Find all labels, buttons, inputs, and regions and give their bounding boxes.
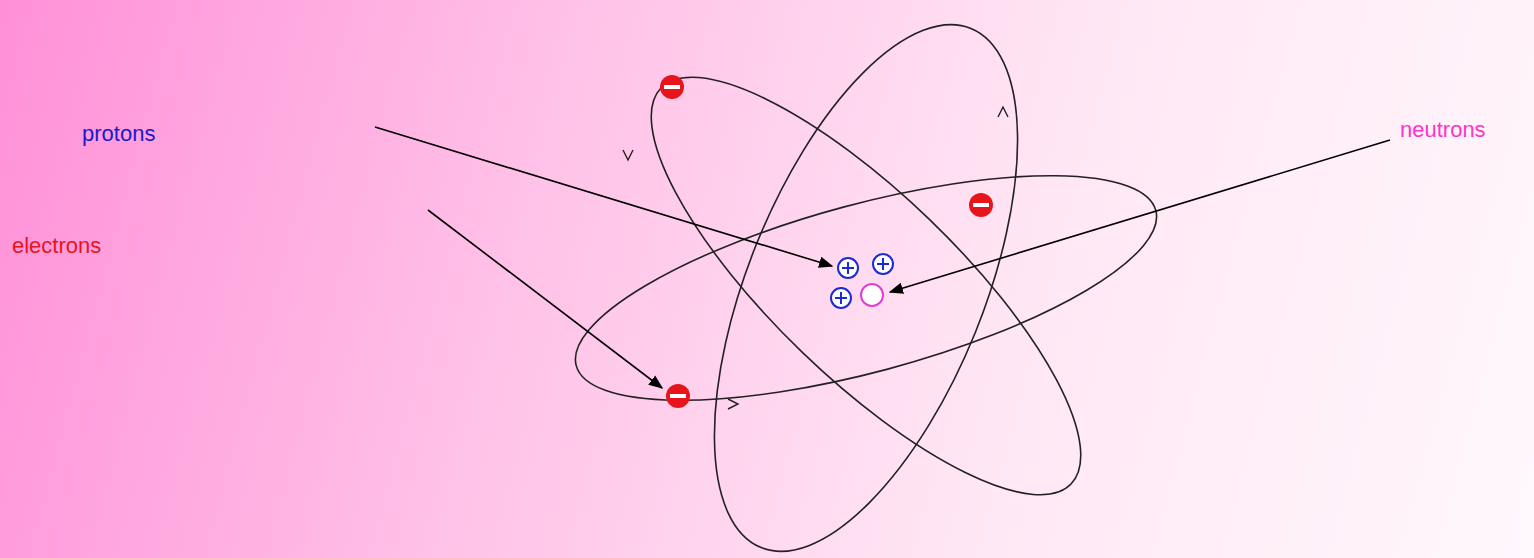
part-label: electrons [12, 233, 101, 259]
neutron-symbol [861, 284, 883, 306]
electron-orbit [554, 0, 1177, 558]
part-label: neutrons [1400, 117, 1486, 143]
part-label: protons [82, 121, 155, 147]
leader-line [375, 127, 1390, 388]
proton-symbol [831, 254, 893, 308]
orbit-arrow [623, 107, 1008, 409]
electron-symbol [660, 75, 993, 408]
